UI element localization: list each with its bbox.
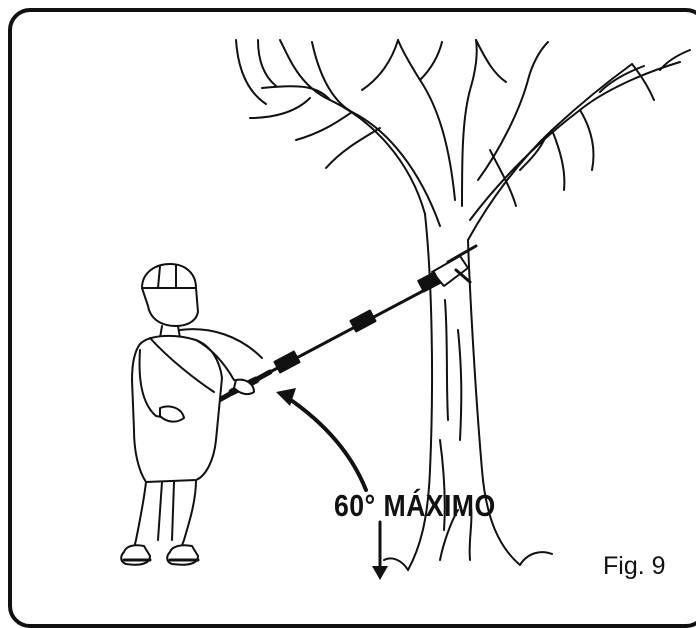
branch-left-main: [280, 40, 425, 214]
branch-center-2: [462, 40, 477, 206]
branch-right-main: [468, 64, 632, 240]
angle-arc: [288, 398, 366, 490]
saw-motor: [418, 272, 440, 291]
twig-5: [552, 110, 594, 190]
twig-7: [476, 40, 516, 206]
angle-label: 60° MÁXIMO: [334, 488, 496, 524]
pole-coupler-lower: [274, 352, 299, 373]
twig-2: [236, 40, 276, 104]
face-visor: [142, 288, 198, 326]
operator: [121, 264, 262, 565]
vertical-arrowhead: [372, 566, 388, 580]
right-boot: [167, 545, 198, 564]
left-boot: [121, 545, 150, 564]
branch-center: [398, 40, 455, 200]
helmet: [142, 264, 196, 288]
inner-legs: [158, 482, 174, 540]
pole-coupler-upper: [350, 311, 375, 332]
angle-indicator: [276, 388, 388, 580]
figure-caption: Fig. 9: [603, 552, 666, 581]
